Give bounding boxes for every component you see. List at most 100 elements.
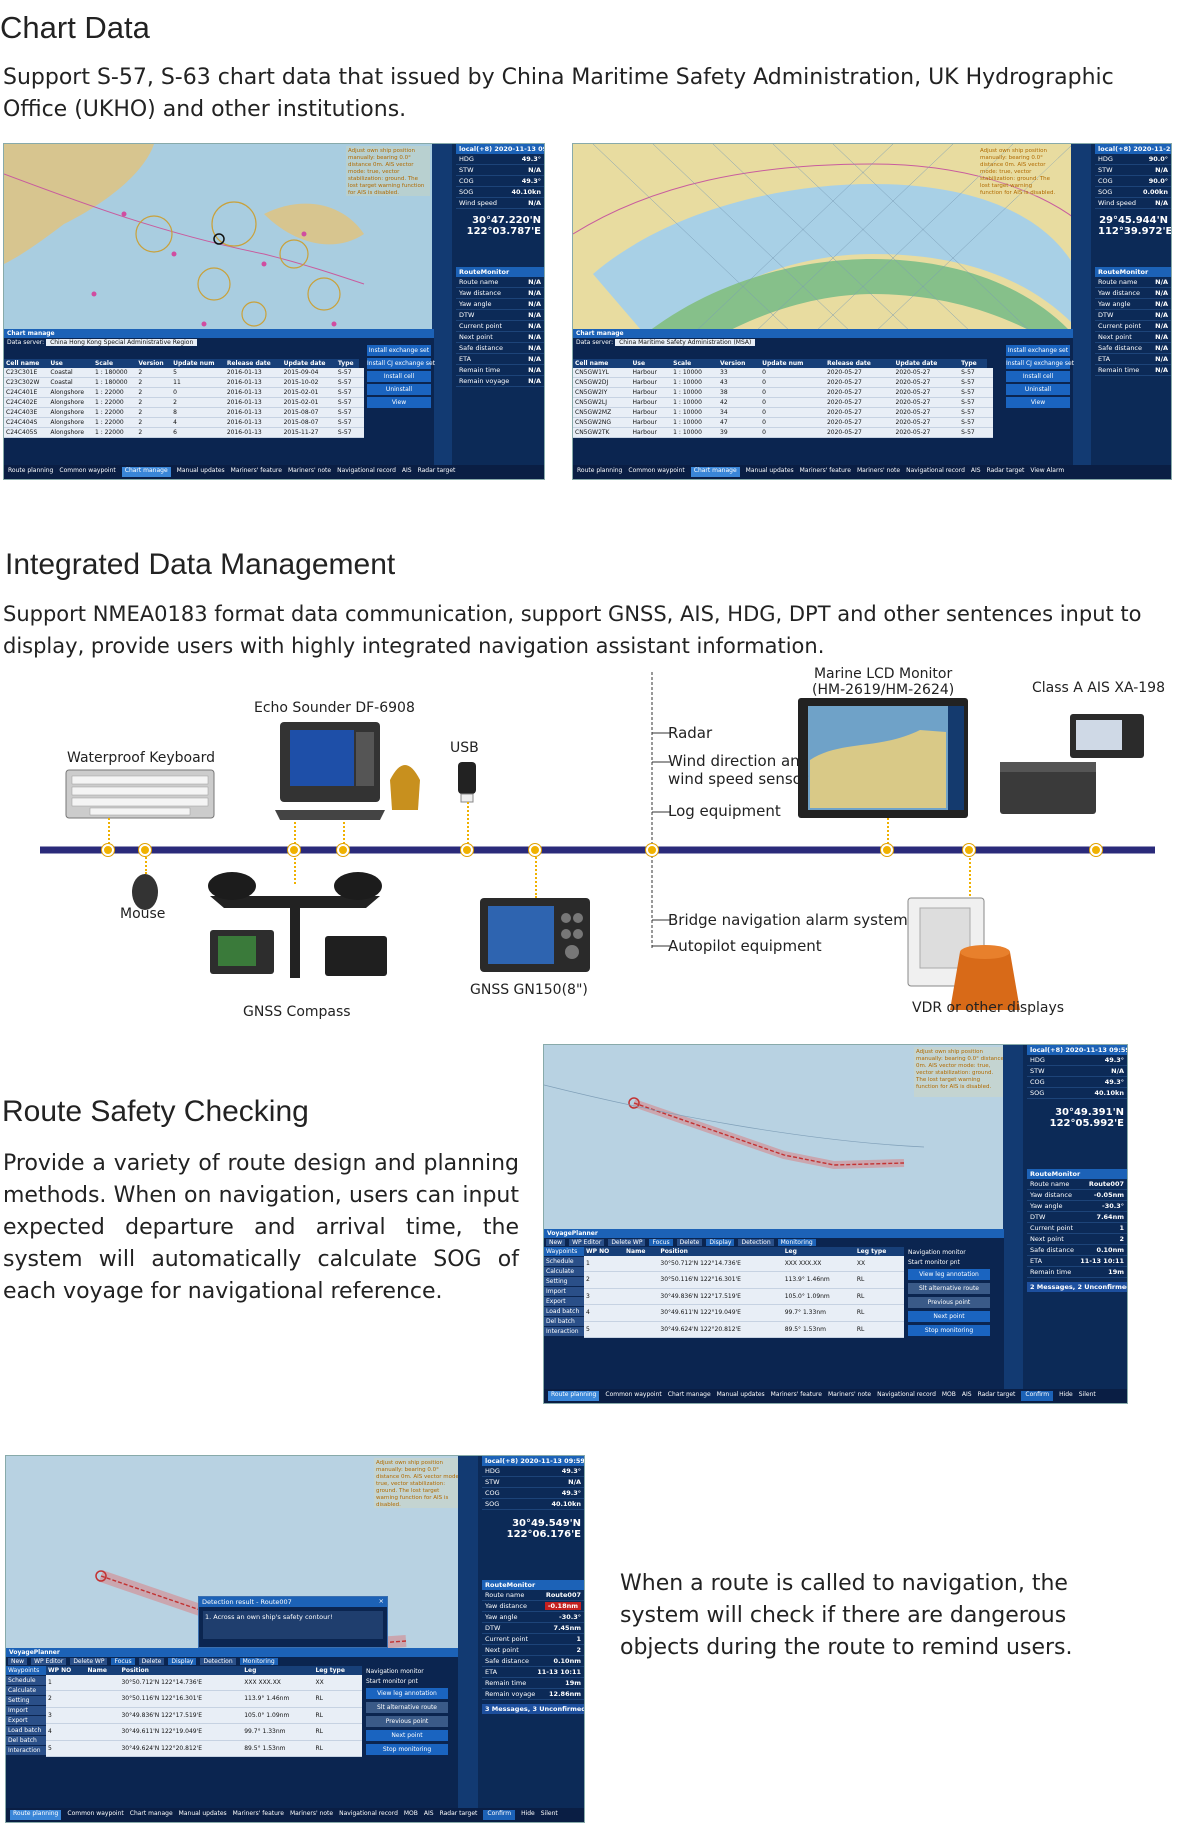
vp-display-button[interactable]: Display bbox=[168, 1658, 197, 1665]
vp-setting-tab[interactable]: Setting bbox=[6, 1696, 46, 1705]
confirm-button[interactable]: Confirm bbox=[483, 1810, 516, 1820]
vp-interaction-tab[interactable]: Interaction bbox=[544, 1327, 584, 1336]
install-cj-exchange-set-button[interactable]: Install CJ exchange set bbox=[1006, 358, 1075, 369]
vp-display-button[interactable]: Display bbox=[706, 1239, 735, 1246]
menu-mariners-feature[interactable]: Mariners' feature bbox=[770, 1391, 822, 1398]
vp-delete-button[interactable]: Delete bbox=[138, 1658, 165, 1665]
menu-navigational-record[interactable]: Navigational record bbox=[906, 467, 965, 474]
vp-new-button[interactable]: New bbox=[546, 1239, 566, 1246]
alarm-summary[interactable]: 3 Messages, 3 Unconfirmed bbox=[482, 1704, 584, 1714]
menu-route-planning[interactable]: Route planning bbox=[548, 1391, 600, 1401]
install-exchange-set-button[interactable]: Install exchange set bbox=[1006, 345, 1070, 356]
menu-common-waypoint[interactable]: Common waypoint bbox=[59, 467, 116, 474]
menu-mariners-feature[interactable]: Mariners' feature bbox=[232, 1810, 284, 1817]
col-type[interactable]: Type bbox=[959, 359, 988, 368]
menu-view-alarm[interactable]: View Alarm bbox=[1030, 467, 1065, 474]
menu-common-waypoint[interactable]: Common waypoint bbox=[605, 1391, 662, 1398]
hide-button[interactable]: Hide bbox=[521, 1810, 535, 1817]
menu-ais[interactable]: AIS bbox=[961, 1391, 972, 1398]
install-cell-button[interactable]: Install cell bbox=[367, 371, 431, 382]
vp-setting-tab[interactable]: Setting bbox=[544, 1277, 584, 1286]
vp-wp-editor-button[interactable]: WP Editor bbox=[569, 1239, 605, 1246]
vp-interaction-tab[interactable]: Interaction bbox=[6, 1746, 46, 1755]
vp-waypoints-tab[interactable]: Waypoints bbox=[6, 1666, 46, 1675]
col-cell-name[interactable]: Cell name bbox=[573, 359, 631, 368]
vp-focus-button[interactable]: Focus bbox=[649, 1239, 673, 1246]
vp-del-batch-tab[interactable]: Del batch bbox=[544, 1317, 584, 1326]
col-update-date[interactable]: Update date bbox=[281, 359, 336, 368]
menu-ais[interactable]: AIS bbox=[423, 1810, 434, 1817]
menu-mariners-feature[interactable]: Mariners' feature bbox=[799, 467, 851, 474]
menu-chart-manage[interactable]: Chart manage bbox=[129, 1810, 173, 1817]
vp-detection-button[interactable]: Detection bbox=[738, 1239, 774, 1246]
col-version[interactable]: Version bbox=[718, 359, 761, 368]
col-update-num[interactable]: Update num bbox=[171, 359, 225, 368]
menu-manual-updates[interactable]: Manual updates bbox=[176, 467, 225, 474]
menu-radar-target[interactable]: Radar target bbox=[417, 467, 456, 474]
view-leg-annotation-button[interactable]: View leg annotation bbox=[366, 1688, 448, 1699]
vp-waypoints-tab[interactable]: Waypoints bbox=[544, 1247, 584, 1256]
menu-mariners-note[interactable]: Mariners' note bbox=[856, 467, 901, 474]
next-point-button[interactable]: Next point bbox=[908, 1311, 990, 1322]
vp-import-tab[interactable]: Import bbox=[544, 1287, 584, 1296]
menu-manual-updates[interactable]: Manual updates bbox=[745, 467, 794, 474]
previous-point-button[interactable]: Previous point bbox=[366, 1716, 448, 1727]
hide-button[interactable]: Hide bbox=[1059, 1391, 1073, 1398]
menu-route-planning[interactable]: Route planning bbox=[10, 1810, 62, 1820]
vp-delete-wp-button[interactable]: Delete WP bbox=[70, 1658, 108, 1665]
alternative-route-button[interactable]: Slt alternative route bbox=[366, 1702, 448, 1713]
silent-button[interactable]: Silent bbox=[540, 1810, 558, 1817]
vp-schedule-tab[interactable]: Schedule bbox=[544, 1257, 584, 1266]
alarm-summary[interactable]: 2 Messages, 2 Unconfirmed bbox=[1027, 1282, 1127, 1292]
menu-mob[interactable]: MOB bbox=[941, 1391, 956, 1398]
view-button[interactable]: View bbox=[367, 397, 431, 408]
col-use[interactable]: Use bbox=[630, 359, 672, 368]
col-release-date[interactable]: Release date bbox=[824, 359, 894, 368]
menu-navigational-record[interactable]: Navigational record bbox=[877, 1391, 936, 1398]
menu-mariners-note[interactable]: Mariners' note bbox=[287, 467, 332, 474]
menu-radar-target[interactable]: Radar target bbox=[439, 1810, 478, 1817]
vp-wp-editor-button[interactable]: WP Editor bbox=[31, 1658, 67, 1665]
vp-new-button[interactable]: New bbox=[8, 1658, 28, 1665]
menu-common-waypoint[interactable]: Common waypoint bbox=[628, 467, 685, 474]
col-type[interactable]: Type bbox=[335, 359, 360, 368]
menu-common-waypoint[interactable]: Common waypoint bbox=[67, 1810, 124, 1817]
vp-load-batch-tab[interactable]: Load batch bbox=[544, 1307, 584, 1316]
menu-mariners-note[interactable]: Mariners' note bbox=[827, 1391, 872, 1398]
vp-schedule-tab[interactable]: Schedule bbox=[6, 1676, 46, 1685]
confirm-button[interactable]: Confirm bbox=[1021, 1391, 1054, 1401]
col-use[interactable]: Use bbox=[48, 359, 93, 368]
menu-mob[interactable]: MOB bbox=[403, 1810, 418, 1817]
menu-navigational-record[interactable]: Navigational record bbox=[339, 1810, 398, 1817]
vp-calculate-tab[interactable]: Calculate bbox=[544, 1267, 584, 1276]
vp-monitoring-button[interactable]: Monitoring bbox=[777, 1239, 816, 1246]
menu-chart-manage[interactable]: Chart manage bbox=[121, 467, 171, 477]
col-update-date[interactable]: Update date bbox=[893, 359, 960, 368]
menu-radar-target[interactable]: Radar target bbox=[977, 1391, 1016, 1398]
vp-del-batch-tab[interactable]: Del batch bbox=[6, 1736, 46, 1745]
col-scale[interactable]: Scale bbox=[92, 359, 137, 368]
next-point-button[interactable]: Next point bbox=[366, 1730, 448, 1741]
col-scale[interactable]: Scale bbox=[671, 359, 719, 368]
vp-delete-wp-button[interactable]: Delete WP bbox=[608, 1239, 646, 1246]
close-icon[interactable]: × bbox=[378, 1597, 384, 1605]
menu-radar-target[interactable]: Radar target bbox=[986, 467, 1025, 474]
vp-load-batch-tab[interactable]: Load batch bbox=[6, 1726, 46, 1735]
